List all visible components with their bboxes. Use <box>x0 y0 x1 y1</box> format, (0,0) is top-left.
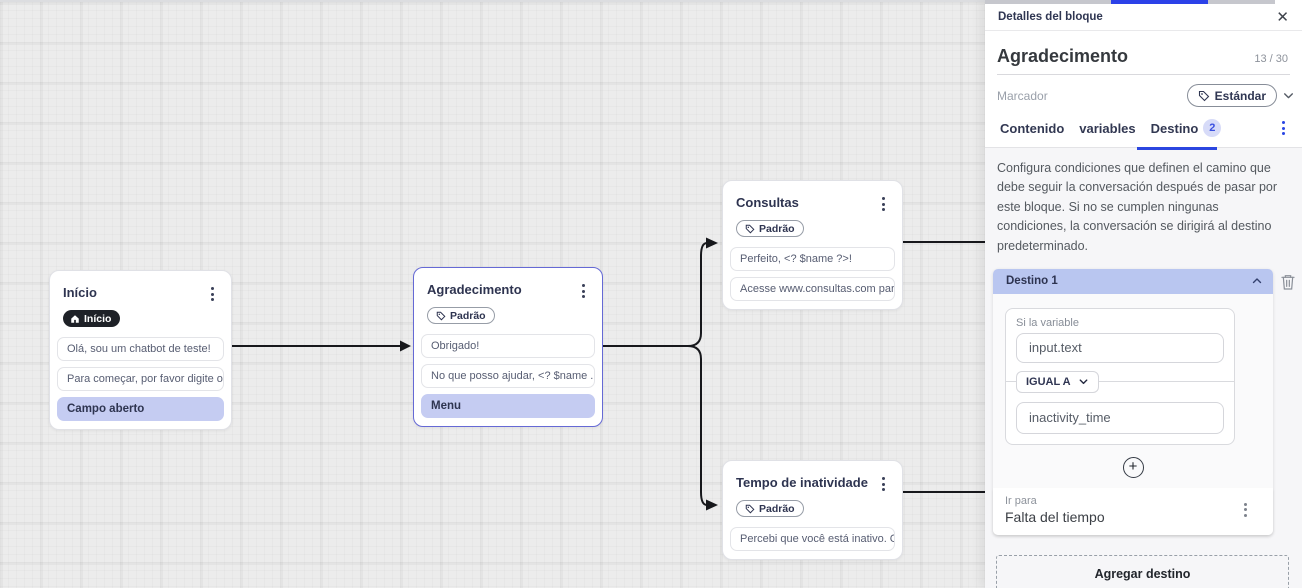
panel-title: Detalles del bloque <box>998 11 1103 23</box>
block-name[interactable]: Agradecimento <box>997 46 1129 66</box>
operator-select[interactable]: IGUAL A <box>1016 370 1099 393</box>
add-condition-icon[interactable]: + <box>1122 456 1144 478</box>
message-row[interactable]: Perfeito, <? $name ?>! <box>730 246 895 271</box>
add-destination-button[interactable]: Agregar destino <box>996 554 1289 588</box>
goto-menu-icon[interactable] <box>1240 501 1251 519</box>
arrowhead <box>400 340 411 352</box>
divider <box>997 74 1290 75</box>
node-inicio[interactable]: Início Início Olá, sou um chatbot de tes… <box>49 270 232 430</box>
padrao-badge: Padrão <box>736 220 804 237</box>
condition-label: Si la variable <box>1016 316 1079 329</box>
padrao-badge: Padrão <box>736 500 804 517</box>
home-icon <box>71 314 79 323</box>
destination-card: Destino 1 Si la variable input.text <box>993 268 1273 535</box>
tab-destino[interactable]: Destino 2 <box>1136 119 1222 150</box>
open-field-row[interactable]: Campo aberto <box>57 396 224 421</box>
char-counter: 13 / 30 <box>1254 53 1288 65</box>
node-menu-icon[interactable] <box>578 282 589 300</box>
node-tempo-inatividade[interactable]: Tempo de inatividade Padrão Percebi que … <box>722 460 903 560</box>
tab-variables[interactable]: variables <box>1079 120 1136 136</box>
padrao-badge: Padrão <box>427 307 495 324</box>
marcador-label: Marcador <box>997 88 1048 103</box>
node-title: Consultas <box>736 195 799 210</box>
estandar-chip[interactable]: Estándar <box>1186 84 1277 107</box>
chevron-down-icon <box>1079 379 1088 385</box>
tag-icon <box>1198 90 1209 101</box>
message-row[interactable]: No que posso ajudar, <? $name ... <box>421 363 595 388</box>
destino-description: Configura condiciones que definen el cam… <box>997 161 1278 253</box>
message-row[interactable]: Obrigado! <box>421 333 595 358</box>
tag-icon <box>436 311 446 320</box>
details-panel: Detalles del bloque ✕ Agradecimento 13 /… <box>985 0 1302 588</box>
destino-count-badge: 2 <box>1203 119 1222 137</box>
panel-top-strip <box>985 0 1302 4</box>
chevron-up-icon[interactable] <box>1251 275 1263 287</box>
message-row[interactable]: Olá, sou um chatbot de teste! <box>57 336 224 361</box>
value-input[interactable]: inactivity_time <box>1016 401 1224 434</box>
start-badge: Início <box>63 310 121 327</box>
goto-value[interactable]: Falta del tiempo <box>1005 508 1105 525</box>
divider: IGUAL A <box>1006 370 1234 393</box>
node-menu-icon[interactable] <box>878 475 889 493</box>
trash-icon[interactable] <box>1280 273 1296 291</box>
menu-row[interactable]: Menu <box>421 393 595 418</box>
tag-icon <box>745 224 755 233</box>
message-row[interactable]: Percebi que você está inativo. C... <box>730 526 895 551</box>
condition-group: Si la variable input.text IGUAL A ina <box>1005 307 1235 445</box>
node-menu-icon[interactable] <box>878 195 889 213</box>
node-consultas[interactable]: Consultas Padrão Perfeito, <? $name ?>! … <box>722 180 903 310</box>
message-row[interactable]: Acesse www.consultas.com par... <box>730 276 895 301</box>
message-row[interactable]: Para começar, por favor digite o ... <box>57 366 224 391</box>
active-tab-indicator <box>1111 0 1208 4</box>
tabs-menu-icon[interactable] <box>1278 119 1289 137</box>
close-icon[interactable]: ✕ <box>1276 8 1289 26</box>
variable-input[interactable]: input.text <box>1016 332 1224 363</box>
connector-agradecimento-consultas <box>602 242 708 347</box>
goto-label: Ir para <box>1005 494 1037 507</box>
node-title: Tempo de inatividade <box>736 475 868 490</box>
node-menu-icon[interactable] <box>207 285 218 303</box>
chevron-down-icon[interactable] <box>1282 89 1295 102</box>
tag-icon <box>745 504 755 513</box>
node-title: Início <box>63 285 97 300</box>
connector-agradecimento-tempo <box>602 345 708 506</box>
destination-header[interactable]: Destino 1 <box>993 268 1273 294</box>
node-agradecimento[interactable]: Agradecimento Padrão Obrigado! No que po… <box>413 267 603 427</box>
arrowhead <box>706 237 718 249</box>
node-title: Agradecimento <box>427 282 522 297</box>
arrowhead <box>706 499 718 511</box>
tab-contenido[interactable]: Contenido <box>1000 120 1065 136</box>
